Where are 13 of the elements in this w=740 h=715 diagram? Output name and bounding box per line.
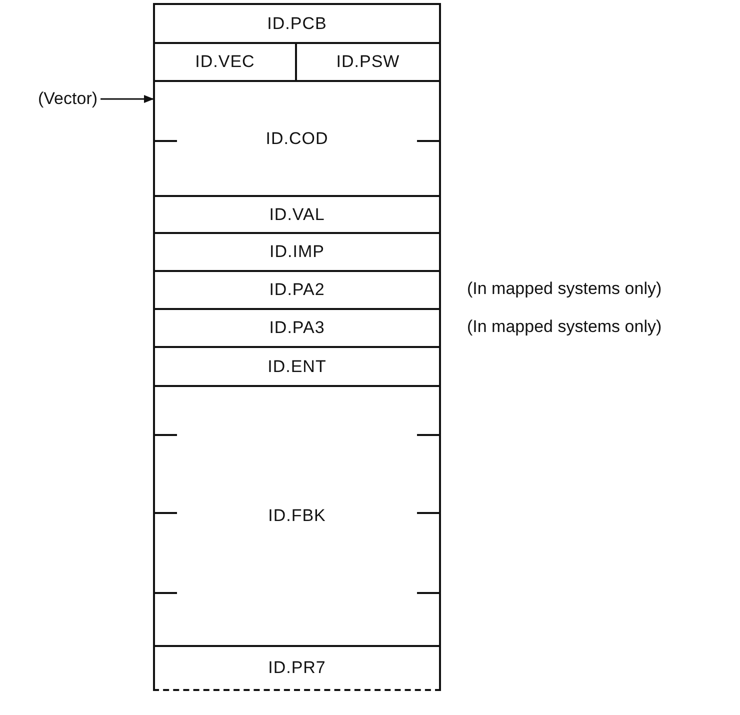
memory-field-box — [153, 195, 441, 234]
memory-field-box — [153, 232, 441, 272]
pointer-label: (Vector) — [38, 89, 98, 109]
memory-field-box — [153, 385, 441, 647]
memory-field-box — [153, 270, 441, 310]
note-text: (In mapped systems only) — [467, 279, 662, 299]
arrow — [100, 95, 154, 103]
memory-field-box — [153, 3, 441, 44]
memory-field-box — [153, 80, 441, 197]
note-text: (In mapped systems only) — [467, 317, 662, 337]
memory-field-box — [153, 645, 441, 691]
memory-field-box — [153, 308, 441, 348]
memory-field-box — [153, 346, 441, 387]
